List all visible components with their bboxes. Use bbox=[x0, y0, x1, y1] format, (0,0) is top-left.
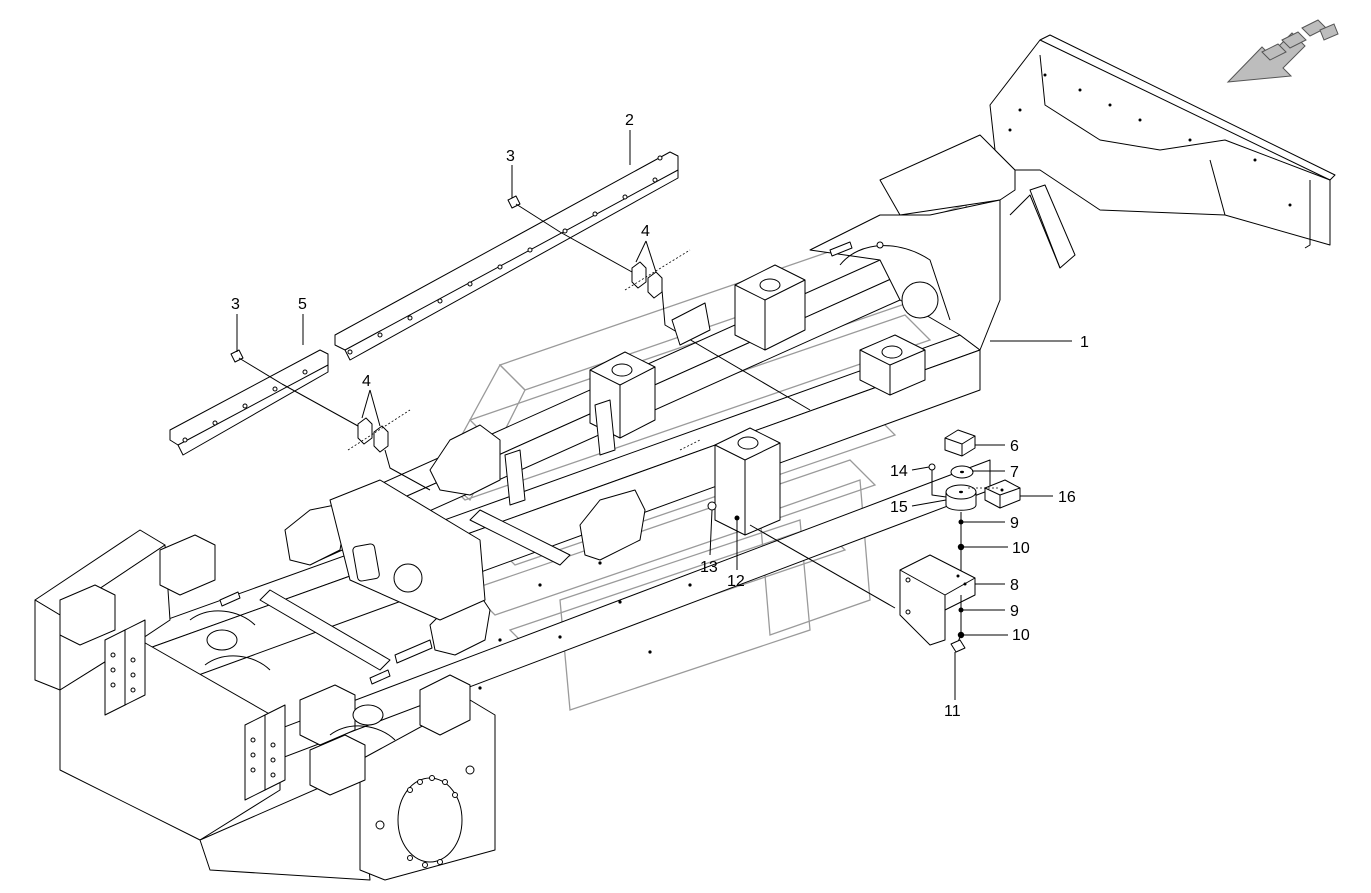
callout-10-upper: 10 bbox=[1012, 540, 1030, 557]
callout-3-upper: 3 bbox=[506, 148, 515, 165]
callout-16: 16 bbox=[1058, 489, 1076, 506]
main-frame bbox=[34, 34, 1336, 881]
rail-part-2 bbox=[334, 151, 679, 361]
nut-13 bbox=[707, 501, 717, 511]
mount-assembly bbox=[679, 429, 1021, 653]
callout-labels: 1 2 3 3 4 4 5 6 7 8 9 9 10 10 11 12 13 1… bbox=[231, 112, 1089, 720]
rail-holes bbox=[478, 561, 692, 690]
leader-lines bbox=[236, 130, 1072, 700]
callout-9-lower: 9 bbox=[1010, 603, 1019, 620]
callout-5: 5 bbox=[298, 296, 307, 313]
bolt-3-upper bbox=[507, 195, 561, 233]
bolt-11 bbox=[950, 639, 966, 653]
bracket-holes bbox=[110, 652, 276, 778]
bolt-3-lower bbox=[230, 349, 283, 385]
callout-11: 11 bbox=[944, 703, 961, 720]
clamp-4-lower bbox=[281, 383, 431, 491]
direction-arrow-icon bbox=[1226, 19, 1339, 83]
callout-13: 13 bbox=[700, 559, 718, 576]
callout-7: 7 bbox=[1010, 464, 1019, 481]
small-plate bbox=[671, 302, 711, 346]
callout-1: 1 bbox=[1080, 334, 1089, 351]
callout-4-upper: 4 bbox=[641, 223, 650, 240]
wing-rivets bbox=[1008, 73, 1292, 207]
callout-10-lower: 10 bbox=[1012, 627, 1030, 644]
bore-bolt-holes bbox=[407, 775, 458, 868]
callout-12: 12 bbox=[727, 573, 745, 590]
screw-14 bbox=[928, 463, 936, 471]
rail-2-holes bbox=[347, 155, 663, 355]
callout-9-upper: 9 bbox=[1010, 515, 1019, 532]
callout-14: 14 bbox=[890, 463, 908, 480]
callout-6: 6 bbox=[1010, 438, 1019, 455]
callout-3-lower: 3 bbox=[231, 296, 240, 313]
callout-4-lower: 4 bbox=[362, 373, 371, 390]
washer-12 bbox=[734, 515, 740, 521]
rail-5-holes bbox=[182, 369, 308, 443]
callout-15: 15 bbox=[890, 499, 908, 516]
clamp-4-upper bbox=[559, 231, 811, 411]
callout-2: 2 bbox=[625, 112, 634, 129]
rail-part-5 bbox=[169, 349, 329, 456]
callout-8: 8 bbox=[1010, 577, 1019, 594]
bracket-8 bbox=[899, 554, 976, 646]
